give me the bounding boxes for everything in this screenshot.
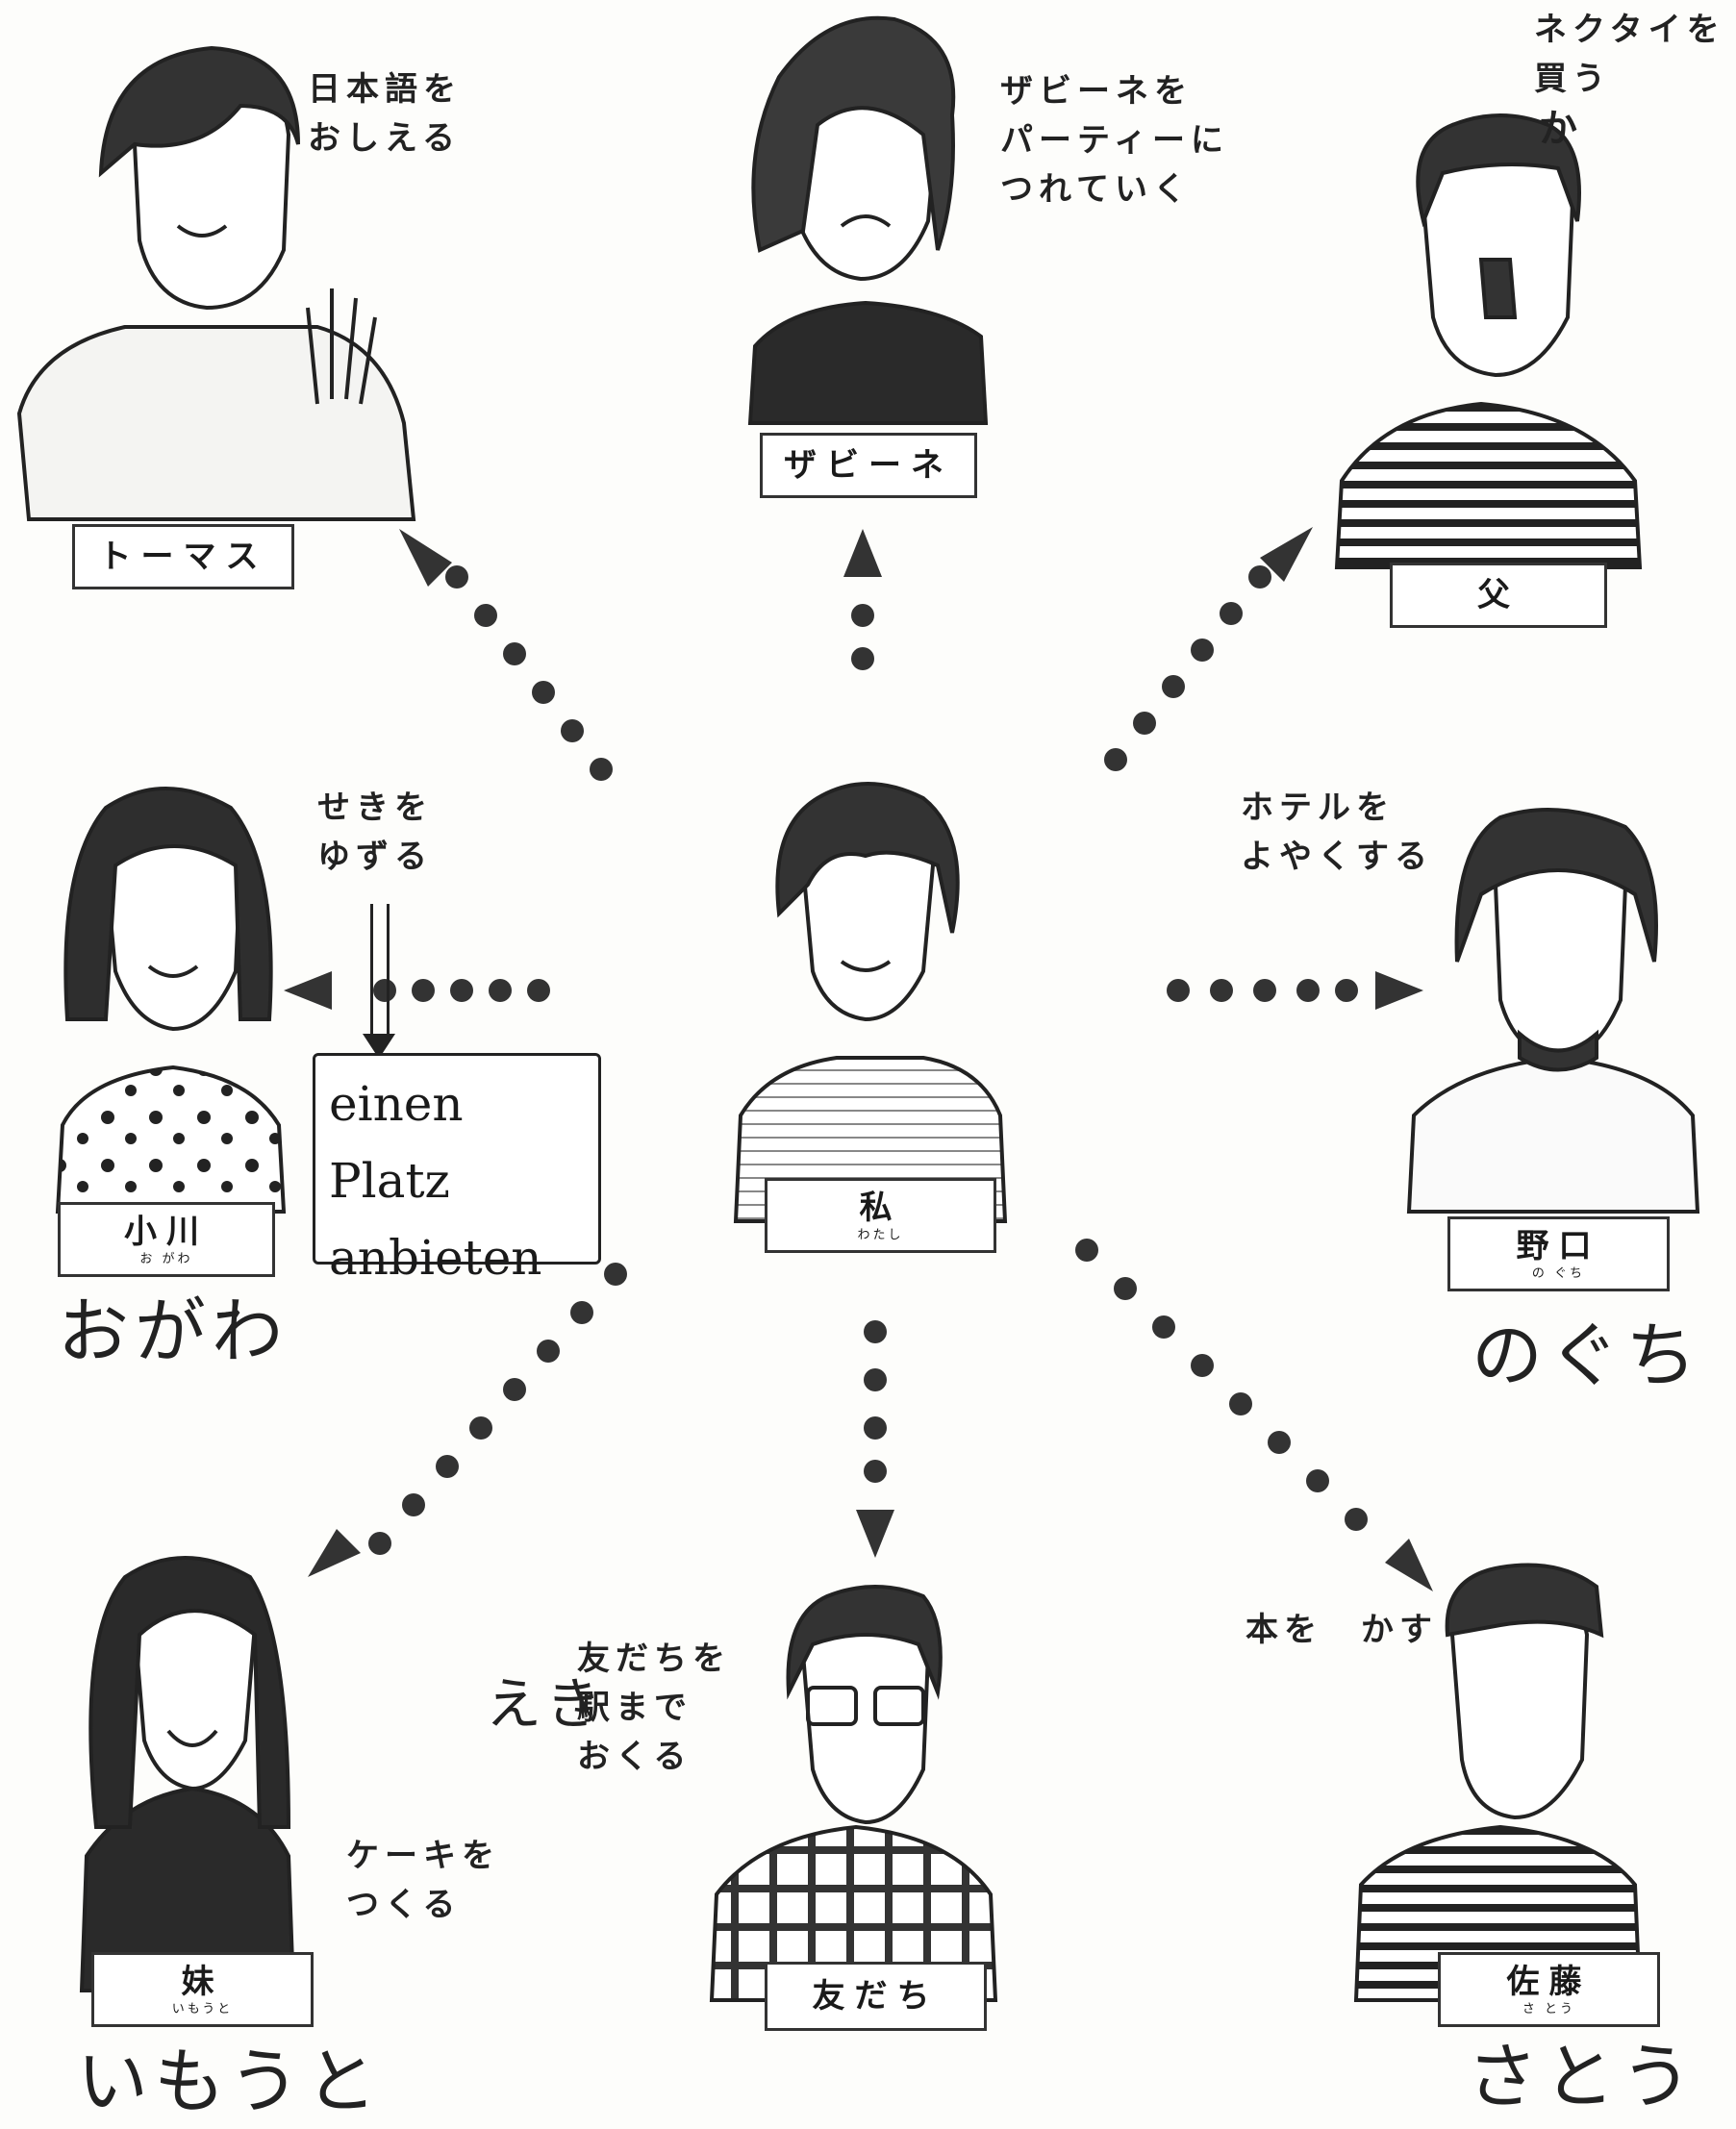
nametag-sato-ruby: さ とう xyxy=(1522,2002,1576,2016)
nametag-tomodachi: 友だち xyxy=(765,1962,987,2031)
connector-sabine xyxy=(843,529,882,670)
nametag-sato-text: 佐藤 xyxy=(1506,1963,1592,2001)
nametag-sabine-text: ザビーネ xyxy=(784,446,953,485)
connector-tomodachi xyxy=(856,1320,894,1558)
connector-noguchi xyxy=(1167,971,1423,1010)
person-me xyxy=(733,782,1008,1223)
nametag-me-ruby: わたし xyxy=(857,1228,904,1242)
nametag-ogawa-ruby: お がわ xyxy=(139,1252,193,1266)
hand-reading-ogawa: おがわ xyxy=(58,1290,289,1373)
german-note: einen Platz anbieten xyxy=(313,1053,601,1286)
action-sato: 本を かす xyxy=(1245,1611,1438,1649)
nametag-noguchi-text: 野口 xyxy=(1516,1227,1601,1265)
nametag-me: 私 わたし xyxy=(765,1178,996,1253)
action-thomas: 日本語を おしえる xyxy=(308,70,462,158)
person-noguchi xyxy=(1406,808,1700,1214)
german-note-line1: einen Platz xyxy=(329,1076,464,1209)
nametag-noguchi: 野口 の ぐち xyxy=(1447,1216,1670,1291)
hand-reading-noguchi: のぐち xyxy=(1472,1315,1702,1397)
hand-reading-sato: さとう xyxy=(1467,2036,1698,2118)
nametag-sabine: ザビーネ xyxy=(760,433,977,498)
nametag-father-text: 父 xyxy=(1477,576,1520,614)
person-ogawa xyxy=(55,787,287,1214)
german-note-line2: anbieten xyxy=(329,1230,542,1286)
connector-thomas xyxy=(399,529,613,781)
action-father: ネクタイを 買う xyxy=(1534,11,1725,98)
nametag-sato: 佐藤 さ とう xyxy=(1438,1952,1660,2027)
nametag-imouto: 妹 いもうと xyxy=(91,1952,314,2027)
action-noguchi: ホテルを よやくする xyxy=(1241,789,1433,876)
action-imouto: ケーキを つくる xyxy=(346,1837,500,1924)
nametag-imouto-ruby: いもうと xyxy=(171,2002,234,2016)
nametag-father: 父 xyxy=(1390,563,1607,628)
person-father xyxy=(1334,113,1643,569)
nametag-tomodachi-text: 友だち xyxy=(812,1977,940,2016)
nametag-ogawa-text: 小川 xyxy=(124,1213,209,1251)
action-tomodachi: 友だちを 駅まで おくる xyxy=(577,1640,731,1776)
person-sabine xyxy=(747,15,989,425)
person-thomas xyxy=(16,45,416,521)
connector-ogawa xyxy=(284,971,550,1010)
connector-imouto xyxy=(308,1263,627,1577)
nametag-noguchi-ruby: の ぐち xyxy=(1531,1266,1586,1281)
nametag-thomas: トーマス xyxy=(72,524,294,589)
action-father-note: か xyxy=(1539,107,1583,151)
nametag-ogawa: 小川 お がわ xyxy=(58,1202,275,1277)
person-imouto xyxy=(79,1556,296,1992)
person-tomodachi xyxy=(709,1585,998,2002)
connector-father xyxy=(1104,527,1313,771)
action-ogawa: せきを ゆずる xyxy=(317,789,433,876)
connector-sato xyxy=(1075,1239,1433,1591)
action-sabine: ザビーネを パーティーに つれていく xyxy=(1000,72,1229,209)
hand-reading-imouto: いもうと xyxy=(77,2041,383,2123)
nametag-me-text: 私 xyxy=(859,1189,902,1227)
nametag-imouto-text: 妹 xyxy=(181,1963,224,2001)
nametag-thomas-text: トーマス xyxy=(98,538,268,576)
down-arrow-icon xyxy=(370,904,390,1039)
hand-reading-eki: えき xyxy=(486,1671,608,1737)
